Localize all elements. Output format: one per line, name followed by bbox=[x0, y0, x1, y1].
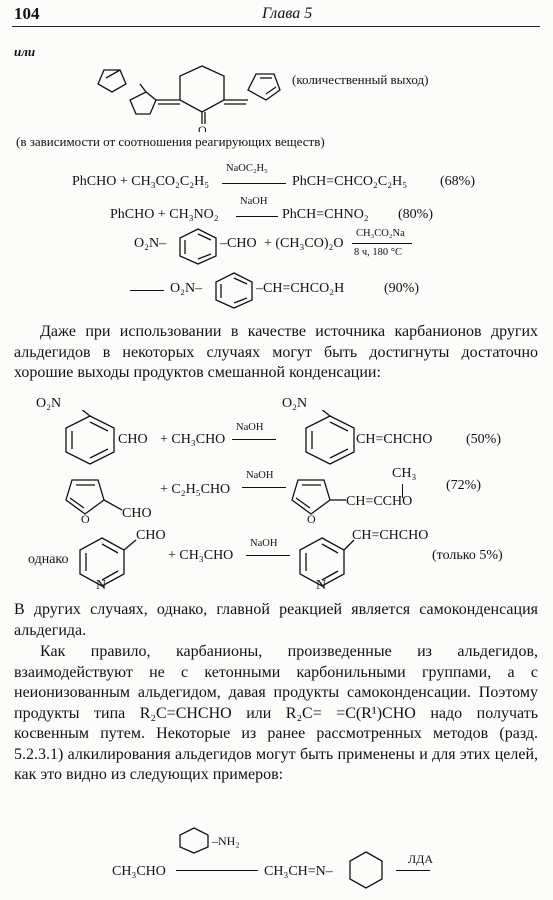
m1-benzene-ring bbox=[65, 410, 115, 465]
reaction-3-aldehyde: –CHO bbox=[220, 236, 257, 251]
m3-product-ring-n: N bbox=[316, 578, 327, 593]
m1-yield: (50%) bbox=[466, 432, 501, 447]
m2-aldehyde: CHO bbox=[122, 506, 152, 521]
paragraph-mixed-condensation: Даже при использовании в качестве источн… bbox=[14, 323, 538, 381]
reaction-1-arrow bbox=[222, 183, 286, 184]
reaction-3-catalyst: CH₃CO₂Na bbox=[356, 228, 405, 239]
final-imine: CH₃CH=N– bbox=[264, 864, 333, 879]
paragraph-indirect-route: Как правило, карбанионы, произведенные и… bbox=[14, 643, 538, 783]
m1-product-nitro: O₂N bbox=[282, 396, 308, 411]
m2-furan-o: O bbox=[81, 512, 90, 526]
ili-label: или bbox=[14, 44, 36, 59]
header-rule bbox=[12, 26, 540, 27]
reaction-1-reactants: PhCHO + CH₃CO₂C₂H₅ bbox=[72, 174, 210, 189]
m3-product-tail: CH=CHCHO bbox=[352, 528, 429, 543]
reaction-3b-nitro: O₂N– bbox=[170, 281, 203, 296]
m1-nitro: O₂N bbox=[36, 396, 62, 411]
reaction-3-conditions: 8 ч, 180 °C bbox=[354, 247, 402, 258]
reaction-3b-benzene-ring bbox=[215, 272, 253, 309]
m2-methyl-bond bbox=[402, 484, 403, 498]
m1-product-benzene-ring bbox=[305, 410, 355, 465]
m3-reagent: + CH₃CHO bbox=[168, 548, 234, 563]
m2-furan-ring: O bbox=[65, 479, 123, 526]
m3-yield: (только 5%) bbox=[432, 548, 503, 563]
final-arrow-1 bbox=[176, 870, 258, 871]
m3-odnako: однако bbox=[28, 552, 69, 567]
final-arrow-2 bbox=[396, 870, 430, 871]
final-amine-condition: –NH₂ bbox=[212, 834, 240, 848]
m2-product-furan-ring: O bbox=[291, 479, 346, 526]
reaction-1-yield: (68%) bbox=[440, 174, 475, 189]
m3-ring-n: N bbox=[96, 578, 107, 593]
quantitative-yield-note: (количественный выход) bbox=[292, 72, 429, 87]
carbonyl-o: O bbox=[198, 123, 207, 132]
m2-product-tail: CH=CCHO bbox=[346, 494, 413, 509]
reaction-3b-product-tail: –CH=CHCO₂H bbox=[256, 281, 345, 296]
reaction-2-arrow bbox=[236, 216, 278, 217]
m1-arrow bbox=[232, 439, 276, 440]
m2-condition: NaOH bbox=[246, 470, 274, 481]
final-reactant: CH₃CHO bbox=[112, 864, 166, 879]
m3-condition: NaOH bbox=[250, 538, 278, 549]
m3-aldehyde: CHO bbox=[136, 528, 166, 543]
m3-product-pyridine-ring bbox=[299, 537, 355, 587]
reaction-3b-arrow bbox=[130, 290, 164, 291]
m2-arrow bbox=[242, 487, 286, 488]
m3-arrow bbox=[246, 555, 290, 556]
reaction-3-arrow bbox=[352, 243, 412, 244]
chapter-title: Глава 5 bbox=[262, 5, 313, 22]
m2-product-furan-o: O bbox=[307, 512, 316, 526]
final-cyclohexyl-ring bbox=[349, 851, 383, 889]
m1-aldehyde: CHO bbox=[118, 432, 148, 447]
reaction-3-nitro: O₂N– bbox=[134, 236, 167, 251]
m1-condition: NaOH bbox=[236, 422, 264, 433]
m1-product-tail: CH=CHCHO bbox=[356, 432, 433, 447]
m2-yield: (72%) bbox=[446, 478, 481, 493]
reaction-3-anhydride: + (CH₃CO)₂O bbox=[264, 236, 344, 251]
reaction-2-condition: NaOH bbox=[240, 196, 268, 207]
reaction-2-yield: (80%) bbox=[398, 207, 433, 222]
paragraph-self-condensation: В других случаях, однако, главной реакци… bbox=[14, 601, 538, 639]
m2-reagent: + C₂H₅CHO bbox=[160, 482, 231, 497]
reaction-2-product: PhCH=CHNO₂ bbox=[282, 207, 369, 222]
final-lda-condition: ЛДА bbox=[408, 852, 433, 866]
reaction-1-condition: NaOC₂H₅ bbox=[226, 163, 268, 174]
page-number: 104 bbox=[14, 4, 40, 23]
m1-reagent: + CH₃CHO bbox=[160, 432, 226, 447]
m3-pyridine-ring bbox=[79, 537, 137, 587]
m2-methyl: CH₃ bbox=[392, 466, 417, 481]
reaction-2-reactants: PhCHO + CH₃NO₂ bbox=[110, 207, 219, 222]
ratio-note: (в зависимости от соотношения реагирующи… bbox=[16, 134, 325, 149]
final-cyclohexyl-reagent-ring bbox=[179, 827, 209, 854]
reaction-3b-yield: (90%) bbox=[384, 281, 419, 296]
bis-furfurylidene-cyclohexanone-structure: O bbox=[97, 65, 281, 132]
reaction-1-product: PhCH=CHCO₂C₂H₅ bbox=[292, 174, 408, 189]
reaction-3-benzene-ring bbox=[179, 228, 217, 265]
